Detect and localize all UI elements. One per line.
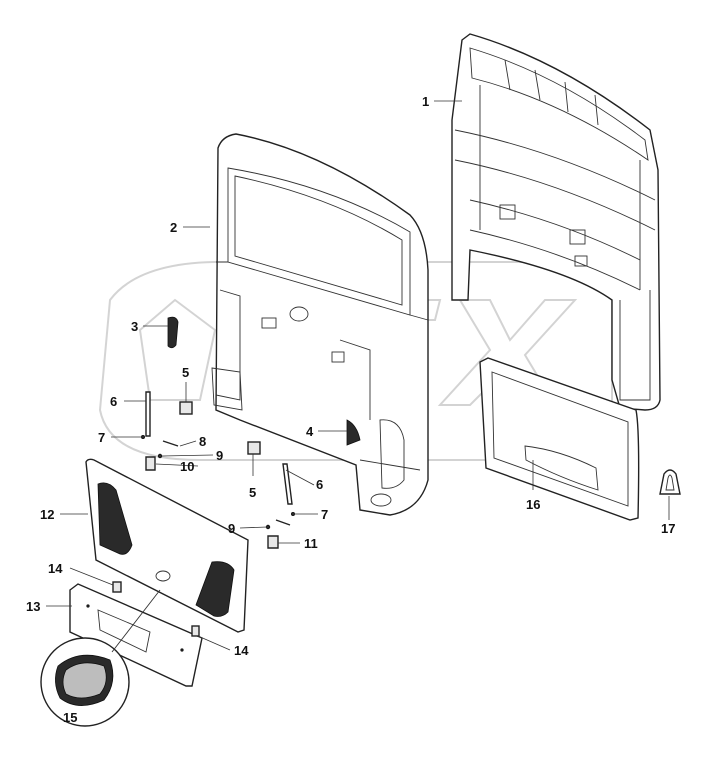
callout-2: 2 — [170, 220, 177, 235]
callout-12: 12 — [40, 507, 54, 522]
callout-8: 8 — [199, 434, 206, 449]
part-14-clip-upper — [112, 581, 122, 593]
small-hardware — [140, 434, 295, 549]
part-3-handle-cover — [167, 316, 179, 349]
callout-15: 15 — [63, 710, 77, 725]
part-14-clip-lower — [191, 625, 200, 637]
part-6-gas-strut-right — [282, 463, 293, 505]
part-5-latch-left — [179, 401, 193, 415]
callout-labels: 1 2 3 4 5 5 6 6 7 7 8 9 9 10 11 12 13 14… — [26, 94, 675, 725]
part-17-grommet — [659, 469, 681, 495]
callout-14a: 14 — [48, 561, 63, 576]
callout-16: 16 — [526, 497, 540, 512]
part-1-rear-frame — [451, 33, 661, 411]
callout-11: 11 — [304, 536, 318, 551]
part-16-window-glass — [479, 357, 640, 521]
callout-6b: 6 — [316, 477, 323, 492]
callout-10: 10 — [180, 459, 194, 474]
callout-3: 3 — [131, 319, 138, 334]
callout-7b: 7 — [321, 507, 328, 522]
callout-5b: 5 — [249, 485, 256, 500]
part-6-gas-strut-left — [145, 391, 151, 437]
leader-lines — [46, 100, 670, 651]
callout-9b: 9 — [228, 521, 235, 536]
part-15-handle-detail — [40, 589, 161, 727]
callout-1: 1 — [422, 94, 429, 109]
callout-17: 17 — [661, 521, 675, 536]
part-5-latch-right — [247, 441, 261, 455]
callout-13: 13 — [26, 599, 40, 614]
part-2-main-panel — [211, 133, 429, 516]
callout-6a: 6 — [110, 394, 117, 409]
callout-4: 4 — [306, 424, 314, 439]
part-12-door-panel — [85, 458, 249, 633]
part-4-handle-cover — [346, 419, 361, 446]
callout-9a: 9 — [216, 448, 223, 463]
callout-7a: 7 — [98, 430, 105, 445]
part-13-step-plate — [69, 583, 203, 687]
callout-14b: 14 — [234, 643, 249, 658]
callout-5a: 5 — [182, 365, 189, 380]
